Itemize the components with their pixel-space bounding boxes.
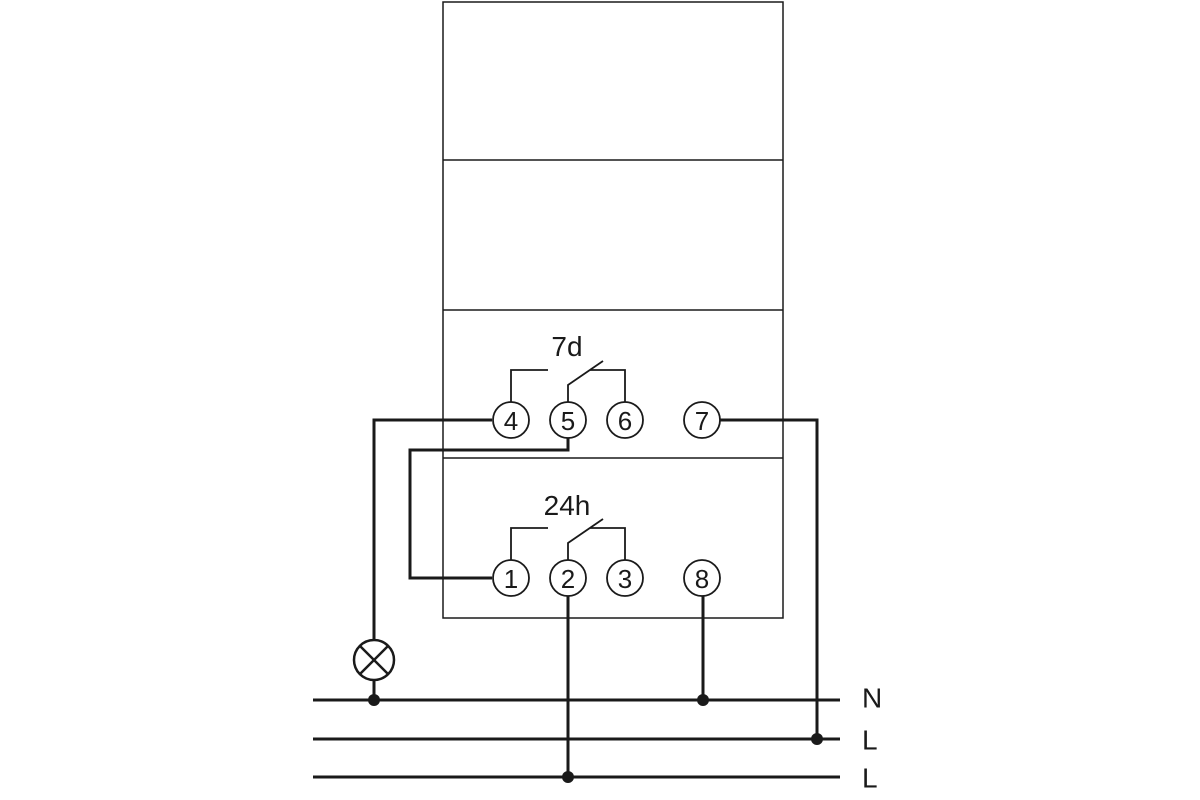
junction-2-l [562,771,574,783]
terminal-7: 7 [683,401,721,439]
terminal-6-circle [606,401,644,439]
weekly-contact: 7d [510,331,626,402]
terminal-2-label: 2 [561,564,575,594]
weekly-channel-label: 7d [551,331,582,362]
daily-channel-label: 24h [544,490,591,521]
terminal-2-circle [549,559,587,597]
terminal-3-label: 3 [618,564,632,594]
external-wiring [372,418,819,777]
terminal-8-circle [683,559,721,597]
terminal-7-label: 7 [695,406,709,436]
terminal-8-label: 8 [695,564,709,594]
terminal-3-circle [606,559,644,597]
terminal-1-circle [492,559,530,597]
terminal-2: 2 [549,559,587,597]
terminal-6-label: 6 [618,406,632,436]
daily-contact-left-leg [510,527,548,560]
bus-label-n: N [862,683,882,714]
weekly-contact-switch [567,360,604,402]
timer-housing [442,1,784,619]
terminal-4: 4 [492,401,530,439]
terminal-1-label: 1 [504,564,518,594]
terminal-6: 6 [606,401,644,439]
wire-4-to-lamp [372,418,492,640]
junction-7-l [811,733,823,745]
lamp-cross-b [359,645,389,675]
terminal-7-circle [683,401,721,439]
daily-contact-switch [567,518,604,560]
terminal-1: 1 [492,559,530,597]
bus-label-l2: L [862,763,878,794]
junction-lamp-n [368,694,380,706]
terminal-5-circle [549,401,587,439]
terminal-8: 8 [683,559,721,597]
terminal-3: 3 [606,559,644,597]
bus-label-l1: L [862,725,878,756]
junction-8-n [697,694,709,706]
junctions [368,694,823,783]
weekly-contact-right-leg [590,369,626,402]
weekly-contact-left-leg [510,369,548,402]
terminal-5: 5 [549,401,587,439]
wire-5-to-1 [408,438,570,580]
daily-contact: 24h [510,490,626,560]
daily-contact-right-leg [590,527,626,560]
terminal-4-label: 4 [504,406,518,436]
bus-lines: N L L [313,683,882,794]
terminal-4-circle [492,401,530,439]
lamp-symbol [352,638,396,682]
wire-7-to-l [720,418,819,739]
terminal-5-label: 5 [561,406,575,436]
